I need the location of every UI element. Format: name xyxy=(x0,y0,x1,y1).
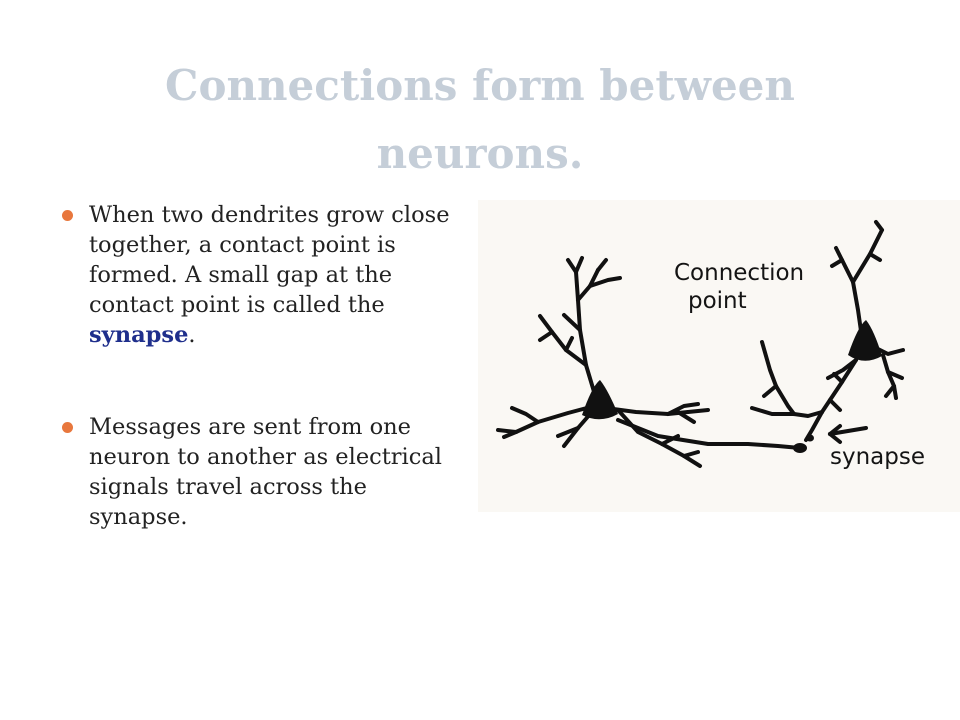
slide-title: Connections form between neurons. xyxy=(100,52,860,188)
left-neuron-dendrites xyxy=(496,256,710,468)
axon xyxy=(616,418,802,450)
left-neuron-cell-body xyxy=(582,380,618,420)
bullet-text: When two dendrites grow close together, … xyxy=(89,202,450,318)
label-synapse: synapse xyxy=(830,444,925,470)
bullet-dot-icon xyxy=(62,210,73,221)
bullet-item-synapse: When two dendrites grow close together, … xyxy=(62,200,462,350)
slide-title-line-2: neurons. xyxy=(376,129,584,178)
right-dendrite-end xyxy=(806,434,814,442)
right-neuron-cell-body xyxy=(848,320,882,361)
neuron-connection-figure: Connection point synapse xyxy=(478,200,960,512)
synapse-knob xyxy=(793,443,807,453)
slide-title-line-1: Connections form between xyxy=(165,61,795,110)
label-connection: Connection xyxy=(674,260,804,286)
keyword-synapse: synapse xyxy=(89,322,189,348)
label-point: point xyxy=(688,288,747,314)
bullet-text-end: . xyxy=(188,322,196,348)
neuron-drawing: Connection point synapse xyxy=(496,220,925,470)
bullet-dot-icon xyxy=(62,422,73,433)
synapse-arrow xyxy=(828,426,868,436)
bullet-list: When two dendrites grow close together, … xyxy=(62,200,462,532)
right-neuron-dendrites xyxy=(750,220,905,442)
bullet-item-messages: Messages are sent from one neuron to ano… xyxy=(62,412,462,532)
bullet-text: Messages are sent from one neuron to ano… xyxy=(89,414,442,530)
